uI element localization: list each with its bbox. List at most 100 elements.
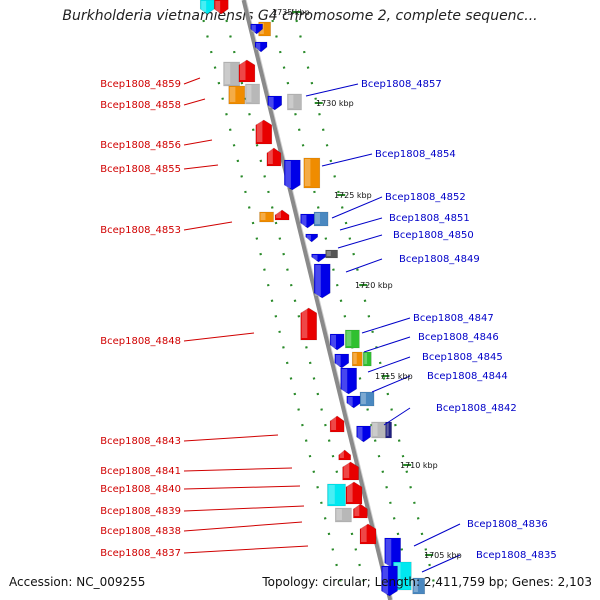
gene-glyph — [338, 449, 352, 461]
gene-glyph — [362, 351, 372, 367]
gene-glyph — [213, 0, 229, 15]
gene-label-left: Bcep1808_4839 — [100, 506, 181, 517]
label-leader-right — [363, 336, 411, 353]
gene-label-left: Bcep1808_4840 — [100, 484, 181, 495]
summary-text: Topology: circular; Length: 2,411,759 bp… — [262, 575, 592, 589]
chromosome-backbone — [241, 0, 394, 600]
gene-shine — [364, 353, 368, 364]
gene-shine — [268, 97, 274, 108]
gene-shine — [336, 509, 342, 520]
gene-shine — [326, 251, 331, 256]
gene-label-left: Bcep1808_4855 — [100, 164, 181, 175]
gene-label-right: Bcep1808_4845 — [422, 352, 503, 363]
gene-glyph — [329, 333, 345, 351]
gene-shine — [347, 397, 353, 406]
scale-tick-label: 1705 kbp — [424, 551, 462, 560]
gene-glyph — [228, 85, 246, 105]
scale-tick-label: 1730 kbp — [316, 99, 354, 108]
gene-glyph — [250, 23, 263, 35]
gene-shine — [346, 483, 353, 502]
gene-label-right: Bcep1808_4844 — [427, 371, 508, 382]
label-leader-right — [345, 258, 383, 273]
gene-glyph — [353, 503, 368, 519]
label-leader-left — [183, 545, 309, 554]
scale-tick-label: 1710 kbp — [400, 461, 438, 470]
label-leader-right — [331, 196, 383, 219]
gene-label-left: Bcep1808_4848 — [100, 336, 181, 347]
gene-shine — [413, 579, 418, 592]
gene-shine — [328, 485, 335, 504]
gene-label-left: Bcep1808_4853 — [100, 225, 181, 236]
label-leader-right — [337, 234, 383, 249]
gene-label-right: Bcep1808_4842 — [436, 403, 517, 414]
gene-shine — [361, 393, 366, 404]
gene-glyph — [359, 523, 377, 545]
gene-glyph — [266, 147, 282, 167]
label-leader-left — [183, 521, 303, 532]
label-leader-left — [183, 332, 255, 342]
gene-shine — [239, 61, 246, 80]
gene-glyph — [254, 41, 268, 53]
gene-shine — [301, 309, 308, 338]
label-leader-left — [183, 505, 305, 512]
label-leader-right — [321, 153, 373, 167]
gene-label-right: Bcep1808_4852 — [385, 192, 466, 203]
gene-glyph — [305, 233, 318, 243]
gene-glyph — [300, 213, 315, 229]
gene-shine — [304, 159, 311, 186]
gene-label-left: Bcep1808_4859 — [100, 79, 181, 90]
gene-glyph — [255, 119, 273, 145]
gene-glyph — [259, 211, 274, 223]
gene-label-left: Bcep1808_4837 — [100, 548, 181, 559]
gene-shine — [386, 423, 389, 436]
gene-shine — [372, 423, 378, 436]
accession-text: Accession: NC_009255 — [9, 575, 146, 589]
gene-shine — [315, 265, 321, 296]
gene-glyph — [267, 95, 283, 111]
gene-shine — [276, 211, 281, 218]
gene-glyph — [342, 461, 359, 481]
gene-shine — [315, 213, 320, 224]
gene-label-right: Bcep1808_4836 — [467, 519, 548, 530]
gene-label-right: Bcep1808_4857 — [361, 79, 442, 90]
gene-glyph — [329, 415, 345, 433]
gene-label-right: Bcep1808_4854 — [375, 149, 456, 160]
label-leader-right — [361, 317, 411, 334]
gene-shine — [331, 335, 337, 348]
label-leader-right — [421, 554, 461, 573]
gene-glyph — [345, 329, 360, 349]
gene-shine — [256, 121, 263, 142]
gene-glyph — [356, 425, 371, 443]
label-leader-right — [383, 407, 411, 426]
gene-label-left: Bcep1808_4838 — [100, 526, 181, 537]
gene-glyph — [284, 159, 301, 191]
gene-glyph — [287, 93, 302, 111]
gene-glyph — [345, 481, 363, 505]
gene-shine — [251, 25, 256, 32]
gene-shine — [256, 43, 261, 50]
map-title: Burkholderia vietnamiensis G4 chromosome… — [62, 8, 538, 24]
gene-shine — [301, 215, 307, 226]
gene-label-left: Bcep1808_4843 — [100, 436, 181, 447]
gene-glyph — [359, 391, 375, 407]
gene-shine — [385, 539, 392, 566]
scale-tick-label: 1725 kbp — [334, 191, 372, 200]
label-leader-right — [305, 83, 359, 97]
gene-shine — [354, 505, 360, 516]
gene-features — [199, 0, 426, 597]
gene-glyph — [274, 209, 290, 221]
gene-shine — [215, 1, 221, 12]
gene-shine — [224, 63, 231, 84]
gene-shine — [339, 451, 344, 458]
gene-shine — [267, 149, 273, 164]
gene-label-left: Bcep1808_4856 — [100, 140, 181, 151]
gene-glyph — [313, 211, 329, 227]
gene-glyph — [412, 577, 426, 595]
gene-shine — [346, 331, 352, 346]
gene-shine — [306, 235, 311, 240]
gene-shine — [353, 353, 357, 364]
gene-glyph — [334, 353, 350, 369]
gene-glyph — [303, 157, 321, 189]
label-leader-right — [413, 523, 461, 547]
